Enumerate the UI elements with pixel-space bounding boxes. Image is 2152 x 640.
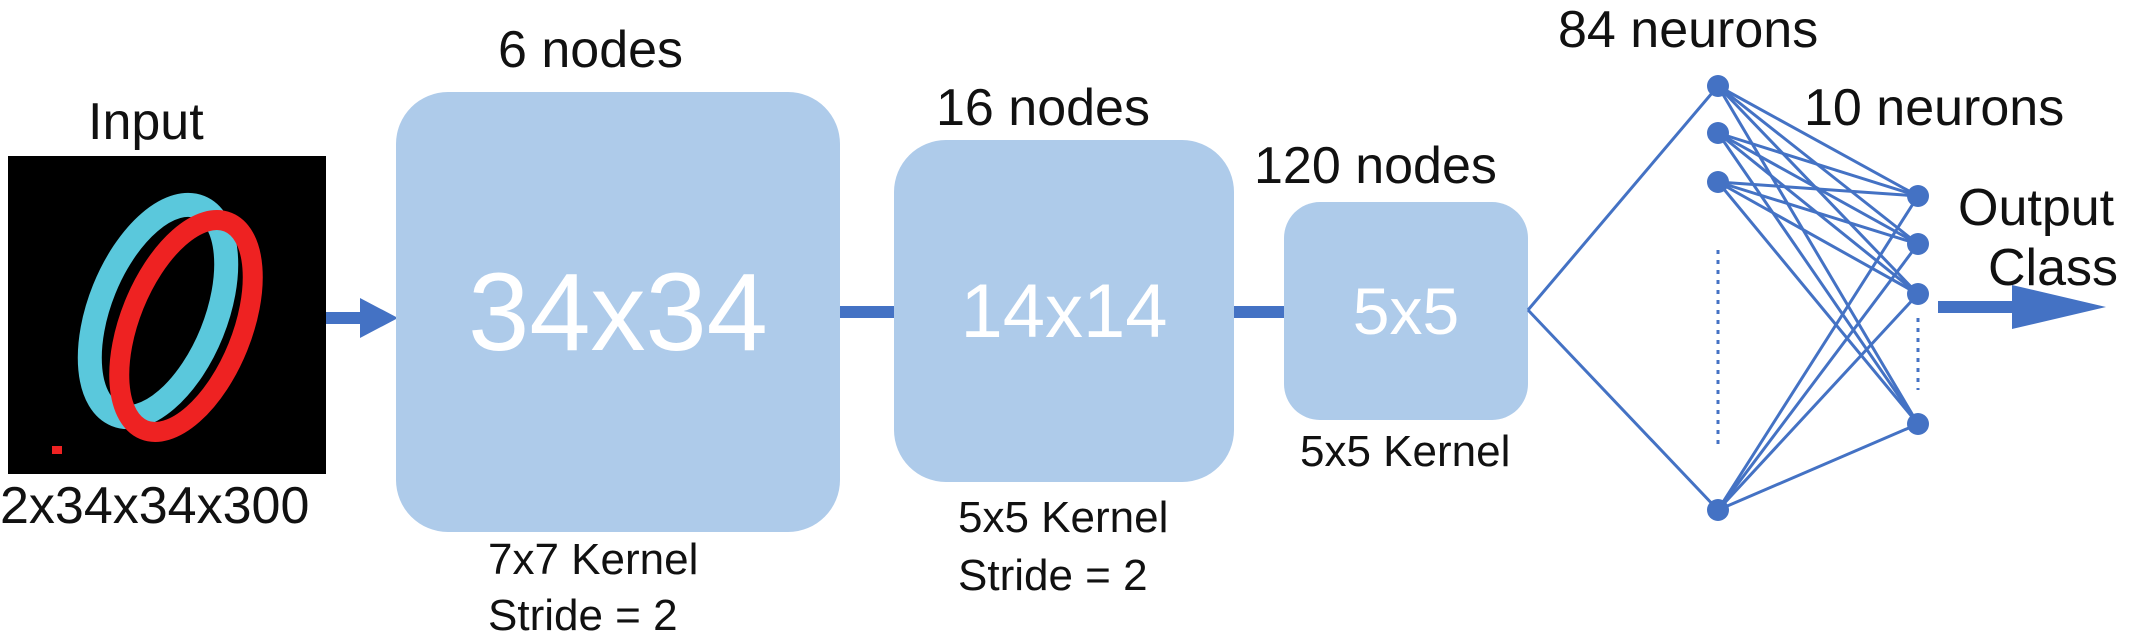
conv3-box: 5x5 (1284, 202, 1528, 420)
fc2-neuron (1907, 283, 1929, 305)
conv1-size: 34x34 (468, 250, 768, 374)
output-label-line2: Class (1988, 239, 2119, 297)
fc2-label: 10 neurons (1804, 79, 2065, 137)
input-edge (1526, 85, 1720, 311)
fc-edge (1717, 180, 1919, 198)
conv1-box: 34x34 (396, 92, 840, 532)
fc-edge (1716, 292, 1920, 512)
input-title: Input (88, 93, 204, 151)
fc1-neuron (1707, 171, 1729, 193)
conv3-kernel-label: 5x5 Kernel (1300, 427, 1511, 476)
fc-edge (1716, 243, 1920, 511)
fc-edge (1717, 422, 1919, 512)
fc-edge (1716, 195, 1920, 511)
input-dims: 2x34x34x300 (0, 477, 310, 535)
output-arrow-shaft (1938, 301, 2016, 313)
output-label-line1: Output (1958, 179, 2115, 237)
input-image (8, 156, 326, 474)
fc2-neuron (1907, 185, 1929, 207)
connector-conv2-conv3 (1234, 306, 1284, 318)
fc-edge (1717, 180, 1919, 246)
conv2-nodes-label: 16 nodes (936, 79, 1150, 137)
fc1-neuron (1707, 122, 1729, 144)
conv1-nodes-label: 6 nodes (498, 21, 684, 79)
conv2-kernel-label: 5x5 Kernel (958, 493, 1169, 542)
fc2-neuron (1907, 233, 1929, 255)
conv3-size: 5x5 (1352, 274, 1460, 348)
fc-edge (1717, 84, 1919, 198)
fc2-neuron (1907, 413, 1929, 435)
fc1-neuron (1707, 499, 1729, 521)
conv1-stride-label: Stride = 2 (488, 591, 678, 640)
fc-edge (1716, 132, 1920, 425)
arrow-input-to-conv1 (326, 298, 398, 338)
fc-edge (1717, 180, 1919, 296)
conv2-stride-label: Stride = 2 (958, 551, 1148, 600)
fc-edge (1717, 131, 1919, 198)
conv3-nodes-label: 120 nodes (1254, 137, 1497, 195)
fc1-neuron (1707, 75, 1729, 97)
conv2-box: 14x14 (894, 140, 1234, 482)
conv2-size: 14x14 (960, 268, 1168, 354)
fc1-label: 84 neurons (1558, 1, 1819, 59)
fc-edge (1716, 85, 1920, 425)
output-arrow-head (2012, 285, 2106, 329)
conv1-kernel-label: 7x7 Kernel (488, 535, 699, 584)
input-edge (1526, 308, 1720, 512)
connector-conv1-conv2 (840, 306, 894, 318)
fc-edge (1716, 181, 1920, 425)
